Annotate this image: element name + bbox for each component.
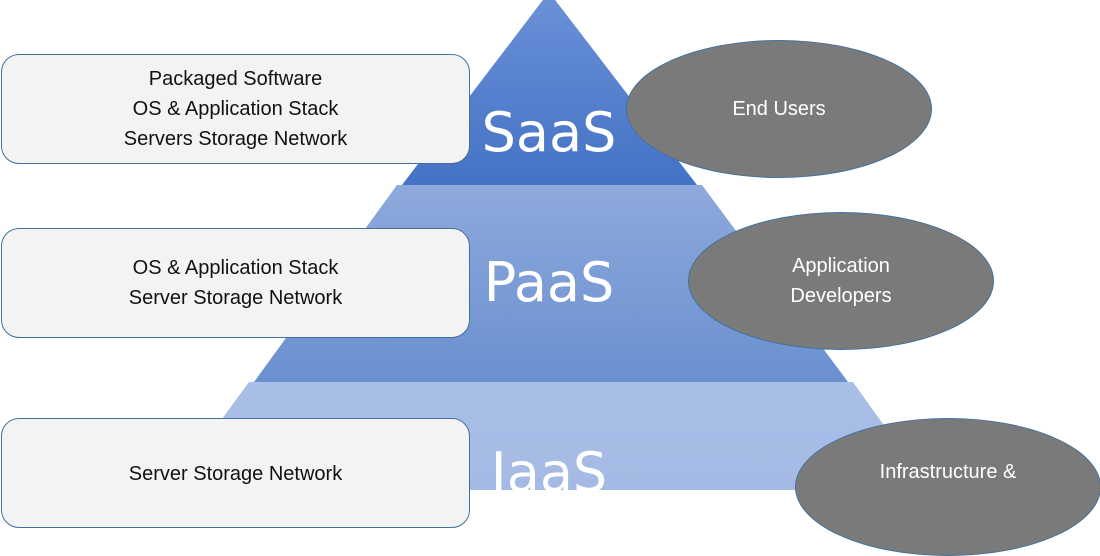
saas-tier-shape bbox=[402, 0, 697, 185]
paas-stack-line: OS & Application Stack bbox=[132, 257, 339, 279]
saas-stack-line: Servers Storage Network bbox=[123, 128, 348, 150]
iaas-audience-line: Infrastructure & bbox=[879, 461, 1017, 483]
iaas-audience-ellipse: Infrastructure & bbox=[795, 418, 1100, 556]
iaas-tier-label: IaaS bbox=[490, 441, 608, 504]
paas-stack-box: OS & Application Stack Server Storage Ne… bbox=[1, 228, 470, 338]
saas-stack-line: OS & Application Stack bbox=[132, 98, 339, 120]
saas-audience-ellipse: End Users bbox=[626, 40, 932, 178]
saas-audience-line: End Users bbox=[732, 98, 826, 120]
iaas-stack-line: Server Storage Network bbox=[128, 463, 343, 485]
saas-tier-label: SaaS bbox=[481, 101, 617, 164]
paas-stack-line: Server Storage Network bbox=[128, 287, 343, 309]
saas-stack-line: Packaged Software bbox=[148, 68, 323, 90]
paas-tier-label: PaaS bbox=[483, 251, 615, 314]
iaas-stack-box: Server Storage Network bbox=[1, 418, 470, 528]
saas-stack-box: Packaged Software OS & Application Stack… bbox=[1, 54, 470, 164]
paas-audience-line: Application bbox=[792, 255, 890, 277]
paas-audience-line: Developers bbox=[790, 285, 892, 307]
paas-audience-ellipse: Application Developers bbox=[688, 212, 994, 350]
